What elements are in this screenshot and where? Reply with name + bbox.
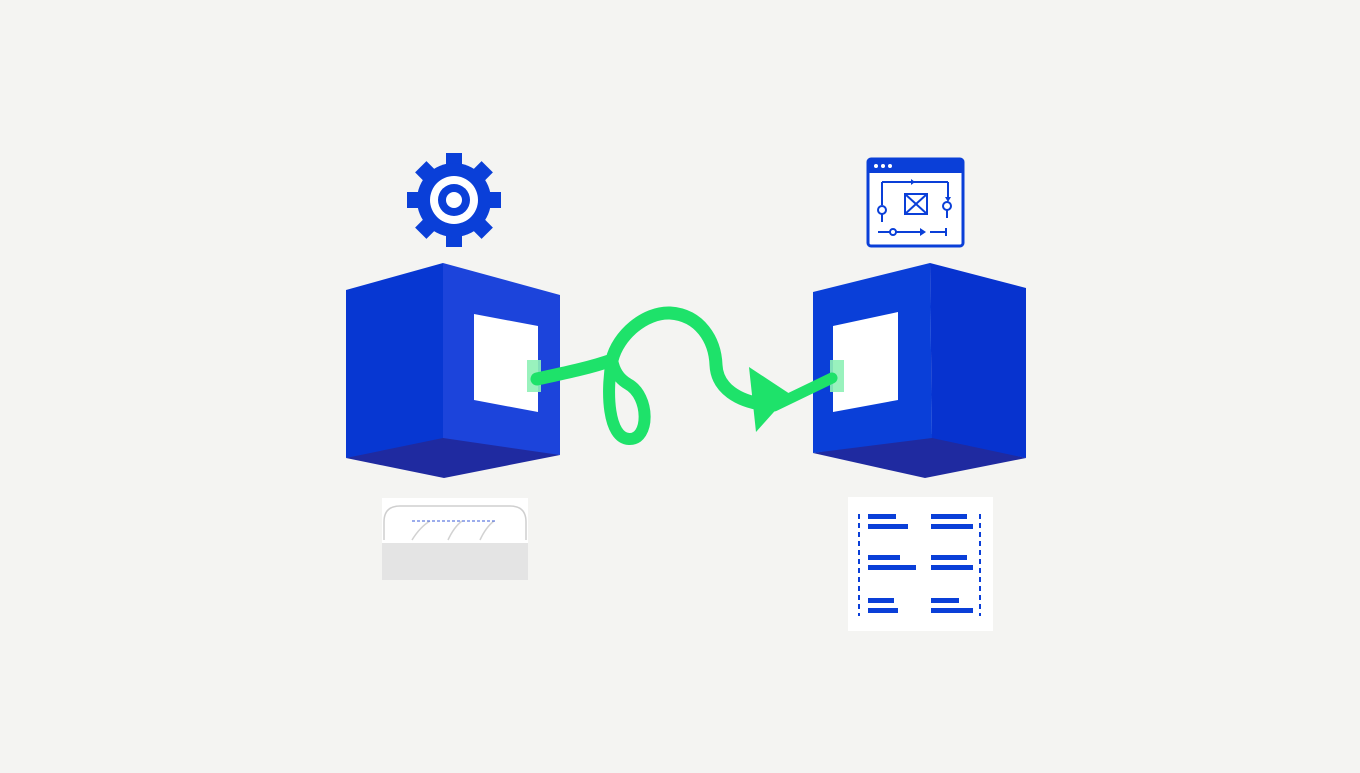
browser-flowchart-icon xyxy=(866,157,965,248)
target-cube-side xyxy=(930,263,1026,458)
connector-loop xyxy=(603,354,651,445)
source-cube-bottom xyxy=(346,428,560,478)
target-cube xyxy=(813,263,1026,478)
source-cube-port xyxy=(474,314,538,412)
source-cube-front xyxy=(346,263,443,458)
arrow-head-icon xyxy=(749,367,790,432)
target-cube-port xyxy=(833,312,898,412)
connector-tail xyxy=(768,372,838,412)
connector-path xyxy=(530,306,775,412)
list-document-icon xyxy=(848,497,993,631)
looped-arrow-icon xyxy=(527,306,844,445)
blank-tab-card xyxy=(382,498,528,580)
source-cube xyxy=(346,263,560,478)
gear-icon xyxy=(407,153,501,247)
